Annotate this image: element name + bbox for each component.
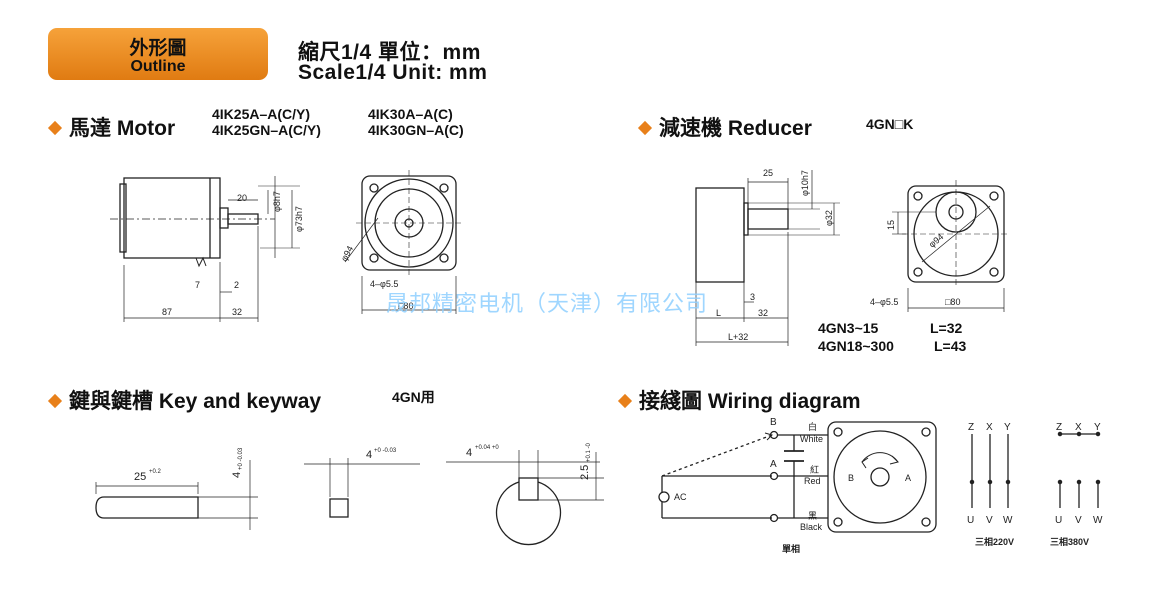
dim-r15: 15 [886, 220, 896, 230]
wiring-labels: B 白 White A 紅 Red 黑 Black AC 單相 B A [674, 417, 911, 554]
keyway-shaft [446, 450, 604, 546]
dim-rLplus: L+32 [728, 332, 748, 342]
three-phase-220-labels: Z X Y U V W 三相220V [967, 422, 1014, 547]
motor-model-1: 4IK25A–A(C/Y) [212, 106, 311, 122]
p220-v: V [986, 515, 993, 526]
terminal-red-en: Red [804, 476, 821, 486]
reducer-side-view [695, 170, 840, 346]
terminal-white-en: White [800, 434, 823, 444]
dim-7: 7 [195, 280, 200, 290]
dim-square: □80 [398, 301, 413, 311]
p380-x: X [1075, 422, 1082, 433]
dim-r-shaft: φ10h7 [800, 170, 810, 196]
motor-section-title: 馬達 Motor [47, 112, 175, 142]
scale-note-en: Scale1/4 Unit: mm [298, 61, 488, 84]
dim-pilot: φ73h7 [294, 206, 304, 232]
dim-key-4: 4 [231, 472, 243, 478]
dim-pcd: φ94 [339, 244, 355, 263]
rotation-a: A [905, 473, 911, 483]
dim-key-4-tol: +0 -0.03 [238, 447, 244, 470]
p380-u: U [1055, 515, 1062, 526]
motor-model-4: 4IK30GN–A(C) [368, 122, 464, 138]
p380-y: Y [1094, 422, 1101, 433]
scale-note-zh: 縮尺1/4 單位：mm [298, 41, 481, 64]
dim-r-square: □80 [945, 297, 960, 307]
p220-x: X [986, 422, 993, 433]
keyway-dims: 4 +0.04 +0 2.5 +0.1 -0 [466, 442, 592, 480]
reducer-section-title: 減速機 Reducer [637, 112, 812, 142]
dim-r-holes: 4–φ5.5 [870, 297, 898, 307]
outline-badge [48, 28, 268, 80]
p380-w: W [1093, 515, 1103, 526]
dim-kw-4: 4 [466, 447, 472, 459]
key-section-title: 鍵與鍵槽 Key and keyway [47, 385, 321, 415]
badge-title-zh: 外形圖 [129, 38, 187, 59]
badge-title-en: Outline [130, 58, 186, 75]
reducer-length-1: L=32 [930, 320, 963, 336]
dim-rL: L [716, 308, 721, 318]
dim-r25: 25 [763, 168, 773, 178]
p220-label: 三相220V [975, 536, 1014, 547]
dim-ks-4: 4 [366, 449, 372, 461]
dim-r3: 3 [750, 292, 755, 302]
motor-model-2: 4IK25GN–A(C/Y) [212, 122, 321, 138]
motor-model-3: 4IK30A–A(C) [368, 106, 453, 122]
rotation-b: B [848, 473, 854, 483]
dim-20: 20 [237, 193, 247, 203]
wiring-circuit [658, 421, 937, 533]
key-drawing [95, 460, 258, 530]
terminal-b: B [770, 417, 777, 428]
reducer-side-dims: 25 φ10h7 φ32 3 L 32 L+32 [716, 168, 834, 342]
dim-r32: 32 [758, 308, 768, 318]
three-phase-380-diagram [1057, 431, 1101, 508]
dim-87: 87 [162, 307, 172, 317]
motor-side-dims: 87 32 20 7 2 φ8h7 φ73h7 [162, 191, 304, 317]
dim-r-boss: φ32 [824, 210, 834, 226]
dim-ks-4-tol: +0 -0.03 [374, 448, 397, 454]
reducer-front-view [892, 180, 1010, 312]
reducer-model: 4GN□K [866, 116, 914, 132]
key-section-dims: 4 +0 -0.03 [366, 448, 397, 461]
dim-kw-25-tol: +0.1 -0 [586, 442, 592, 462]
wiring-section-title: 接綫圖 Wiring diagram [617, 385, 861, 415]
dim-kw-25: 2.5 [579, 465, 591, 480]
company-watermark: 晟邦精密电机（天津）有限公司 [386, 292, 709, 317]
dim-key-25: 25 [134, 471, 146, 483]
reducer-range-2: 4GN18~300 [818, 338, 894, 354]
dim-32: 32 [232, 307, 242, 317]
p220-z: Z [968, 422, 974, 433]
key-section [304, 458, 420, 518]
reducer-length-2: L=43 [934, 338, 967, 354]
reducer-front-dims: 15 φ94 4–φ5.5 □80 [870, 220, 960, 307]
dim-holes: 4–φ5.5 [370, 279, 398, 289]
p380-z: Z [1056, 422, 1062, 433]
p220-w: W [1003, 515, 1013, 526]
p380-v: V [1075, 515, 1082, 526]
three-phase-380-labels: Z X Y U V W 三相380V [1050, 422, 1103, 547]
terminal-red-zh: 紅 [810, 465, 819, 475]
ac-label: AC [674, 492, 687, 502]
terminal-white-zh: 白 [808, 421, 817, 432]
terminal-black-en: Black [800, 522, 823, 532]
reducer-range-1: 4GN3~15 [818, 320, 879, 336]
p220-y: Y [1004, 422, 1011, 433]
terminal-black-zh: 黑 [808, 511, 817, 521]
dim-key-25-tol: +0.2 [149, 469, 162, 475]
three-phase-220-diagram [969, 434, 1011, 508]
dim-kw-4-tol: +0.04 +0 [475, 445, 499, 451]
p220-u: U [967, 515, 974, 526]
terminal-a: A [770, 459, 777, 470]
dim-r-pcd: φ94 [927, 232, 946, 250]
dim-shaft: φ8h7 [272, 191, 282, 212]
motor-side-view [110, 176, 300, 322]
key-note: 4GN用 [392, 389, 435, 405]
key-dims: 25 +0.2 4 +0 -0.03 [134, 447, 244, 483]
motor-front-view [344, 170, 462, 314]
p380-label: 三相380V [1050, 536, 1089, 547]
dim-2: 2 [234, 280, 239, 290]
single-phase-label: 單相 [782, 543, 800, 554]
